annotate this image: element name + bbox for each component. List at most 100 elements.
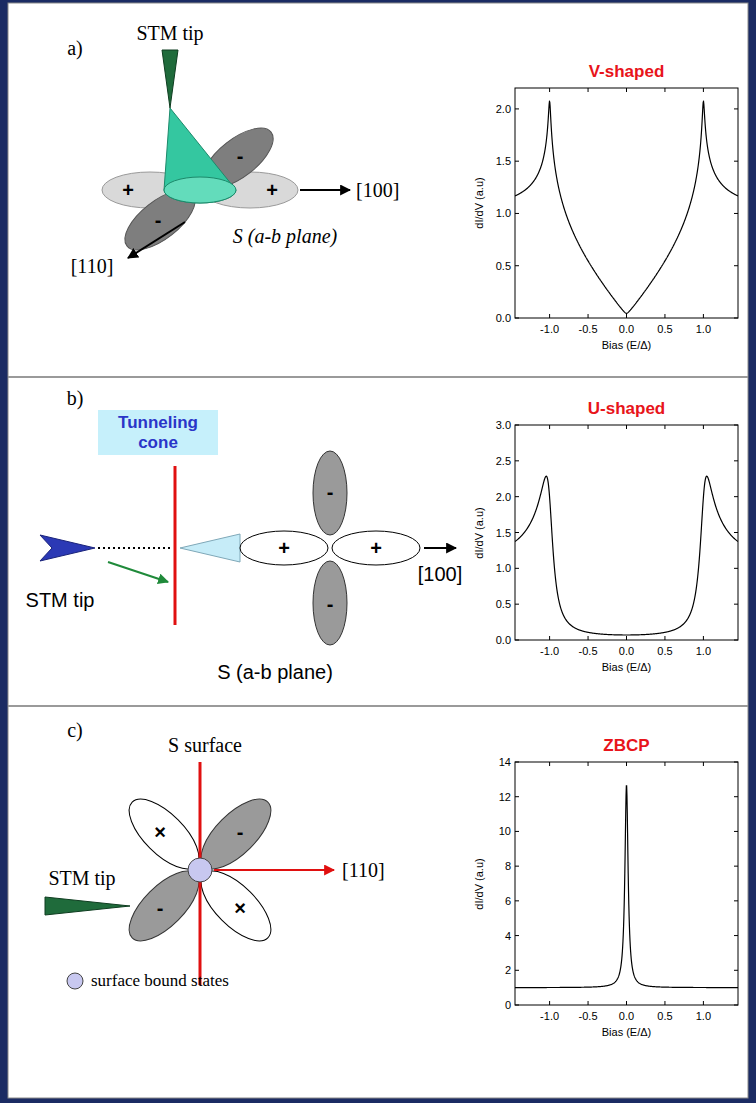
plane-label: S (a-b plane): [217, 661, 333, 684]
panel-separator: [8, 376, 748, 378]
lobe-sign: -: [327, 593, 334, 616]
pointer-arrow: [108, 562, 168, 582]
box-label: Tunneling cone: [106, 413, 210, 452]
tick-label: 2.5: [496, 455, 511, 467]
bound-state-dot: [188, 858, 212, 882]
lobe-sign: -: [155, 209, 162, 232]
tick-mark: [734, 935, 738, 936]
legend-text: surface bound states: [91, 971, 229, 991]
tick-mark: [515, 796, 519, 797]
tick-mark: [549, 636, 550, 640]
legend-item: surface bound states: [65, 971, 229, 991]
tick-mark: [734, 866, 738, 867]
direction-arrow: [424, 547, 456, 549]
tick-label: 0.0: [619, 1010, 634, 1022]
tick-mark: [515, 604, 519, 605]
spectrum-plot: [515, 762, 738, 1005]
tick-mark: [515, 161, 519, 162]
tick-mark: [734, 318, 738, 319]
axis-title: Bias (E/Δ): [602, 339, 652, 351]
tick-label: 0.0: [619, 323, 634, 335]
tick-mark: [515, 425, 519, 426]
tick-mark: [703, 425, 704, 429]
spectrum-plot: [515, 88, 738, 318]
tick-mark: [734, 108, 738, 109]
tip-label: STM tip: [136, 22, 203, 45]
tick-label: -1.0: [540, 645, 559, 657]
tick-mark: [626, 88, 627, 92]
tick-mark: [703, 636, 704, 640]
tick-label: 1.0: [496, 562, 511, 574]
panel-letter: c): [67, 719, 83, 742]
stm-tip: [162, 50, 178, 108]
panel-b-sketch: [40, 451, 456, 645]
stm-tip: [40, 535, 95, 561]
lobe-sign: -: [327, 481, 334, 504]
panel-letter: a): [67, 37, 83, 60]
tick-mark: [664, 762, 665, 766]
tick-mark: [734, 831, 738, 832]
panel-separator: [8, 705, 748, 707]
tick-mark: [734, 161, 738, 162]
tick-mark: [734, 425, 738, 426]
tick-mark: [664, 1001, 665, 1005]
tick-mark: [734, 640, 738, 641]
legend-swatch: [65, 971, 85, 991]
tick-mark: [626, 425, 627, 429]
tick-mark: [734, 762, 738, 763]
tick-mark: [515, 1005, 519, 1006]
tick-mark: [549, 88, 550, 92]
plot-title: U-shaped: [588, 399, 665, 419]
tick-mark: [515, 970, 519, 971]
dwave-lobe-positive: [332, 531, 420, 565]
tick-mark: [664, 88, 665, 92]
tick-mark: [703, 762, 704, 766]
direction-label: [110]: [71, 255, 114, 278]
surface-line: [174, 466, 177, 625]
tick-label: 2.0: [496, 103, 511, 115]
tick-label: 12: [499, 791, 511, 803]
panel-letter: b): [67, 387, 84, 410]
tick-mark: [549, 762, 550, 766]
tick-mark: [549, 1001, 550, 1005]
tick-label: 2: [505, 964, 511, 976]
tick-mark: [734, 900, 738, 901]
tick-mark: [515, 900, 519, 901]
lobe-sign: +: [278, 537, 290, 560]
tick-mark: [588, 88, 589, 92]
lobe-sign: ×: [154, 821, 166, 844]
tick-mark: [515, 496, 519, 497]
tick-mark: [703, 314, 704, 318]
tick-mark: [515, 568, 519, 569]
tick-mark: [626, 636, 627, 640]
tick-mark: [734, 1005, 738, 1006]
lobe-sign: -: [237, 821, 244, 844]
tick-label: 2.0: [496, 491, 511, 503]
plane-label: S (a-b plane): [233, 225, 337, 248]
tunneling-cone: [180, 534, 240, 562]
tick-label: 0.0: [496, 312, 511, 324]
tick-mark: [515, 866, 519, 867]
tick-label: 0.0: [496, 634, 511, 646]
tick-mark: [664, 636, 665, 640]
tick-label: -0.5: [579, 1010, 598, 1022]
tick-mark: [626, 314, 627, 318]
tick-label: 0: [505, 999, 511, 1011]
tick-label: 14: [499, 756, 511, 768]
tick-label: 1.0: [696, 645, 711, 657]
tick-label: 8: [505, 860, 511, 872]
tick-label: 1.5: [496, 155, 511, 167]
tick-mark: [664, 314, 665, 318]
tick-mark: [703, 1001, 704, 1005]
tick-label: -0.5: [579, 323, 598, 335]
tick-mark: [588, 314, 589, 318]
tick-label: 3.0: [496, 419, 511, 431]
tick-mark: [515, 265, 519, 266]
lobe-sign: +: [122, 179, 134, 202]
tick-label: 6: [505, 895, 511, 907]
tick-label: 0.5: [496, 598, 511, 610]
tick-label: 0.0: [619, 645, 634, 657]
tick-mark: [515, 318, 519, 319]
tick-mark: [515, 831, 519, 832]
tick-mark: [734, 604, 738, 605]
